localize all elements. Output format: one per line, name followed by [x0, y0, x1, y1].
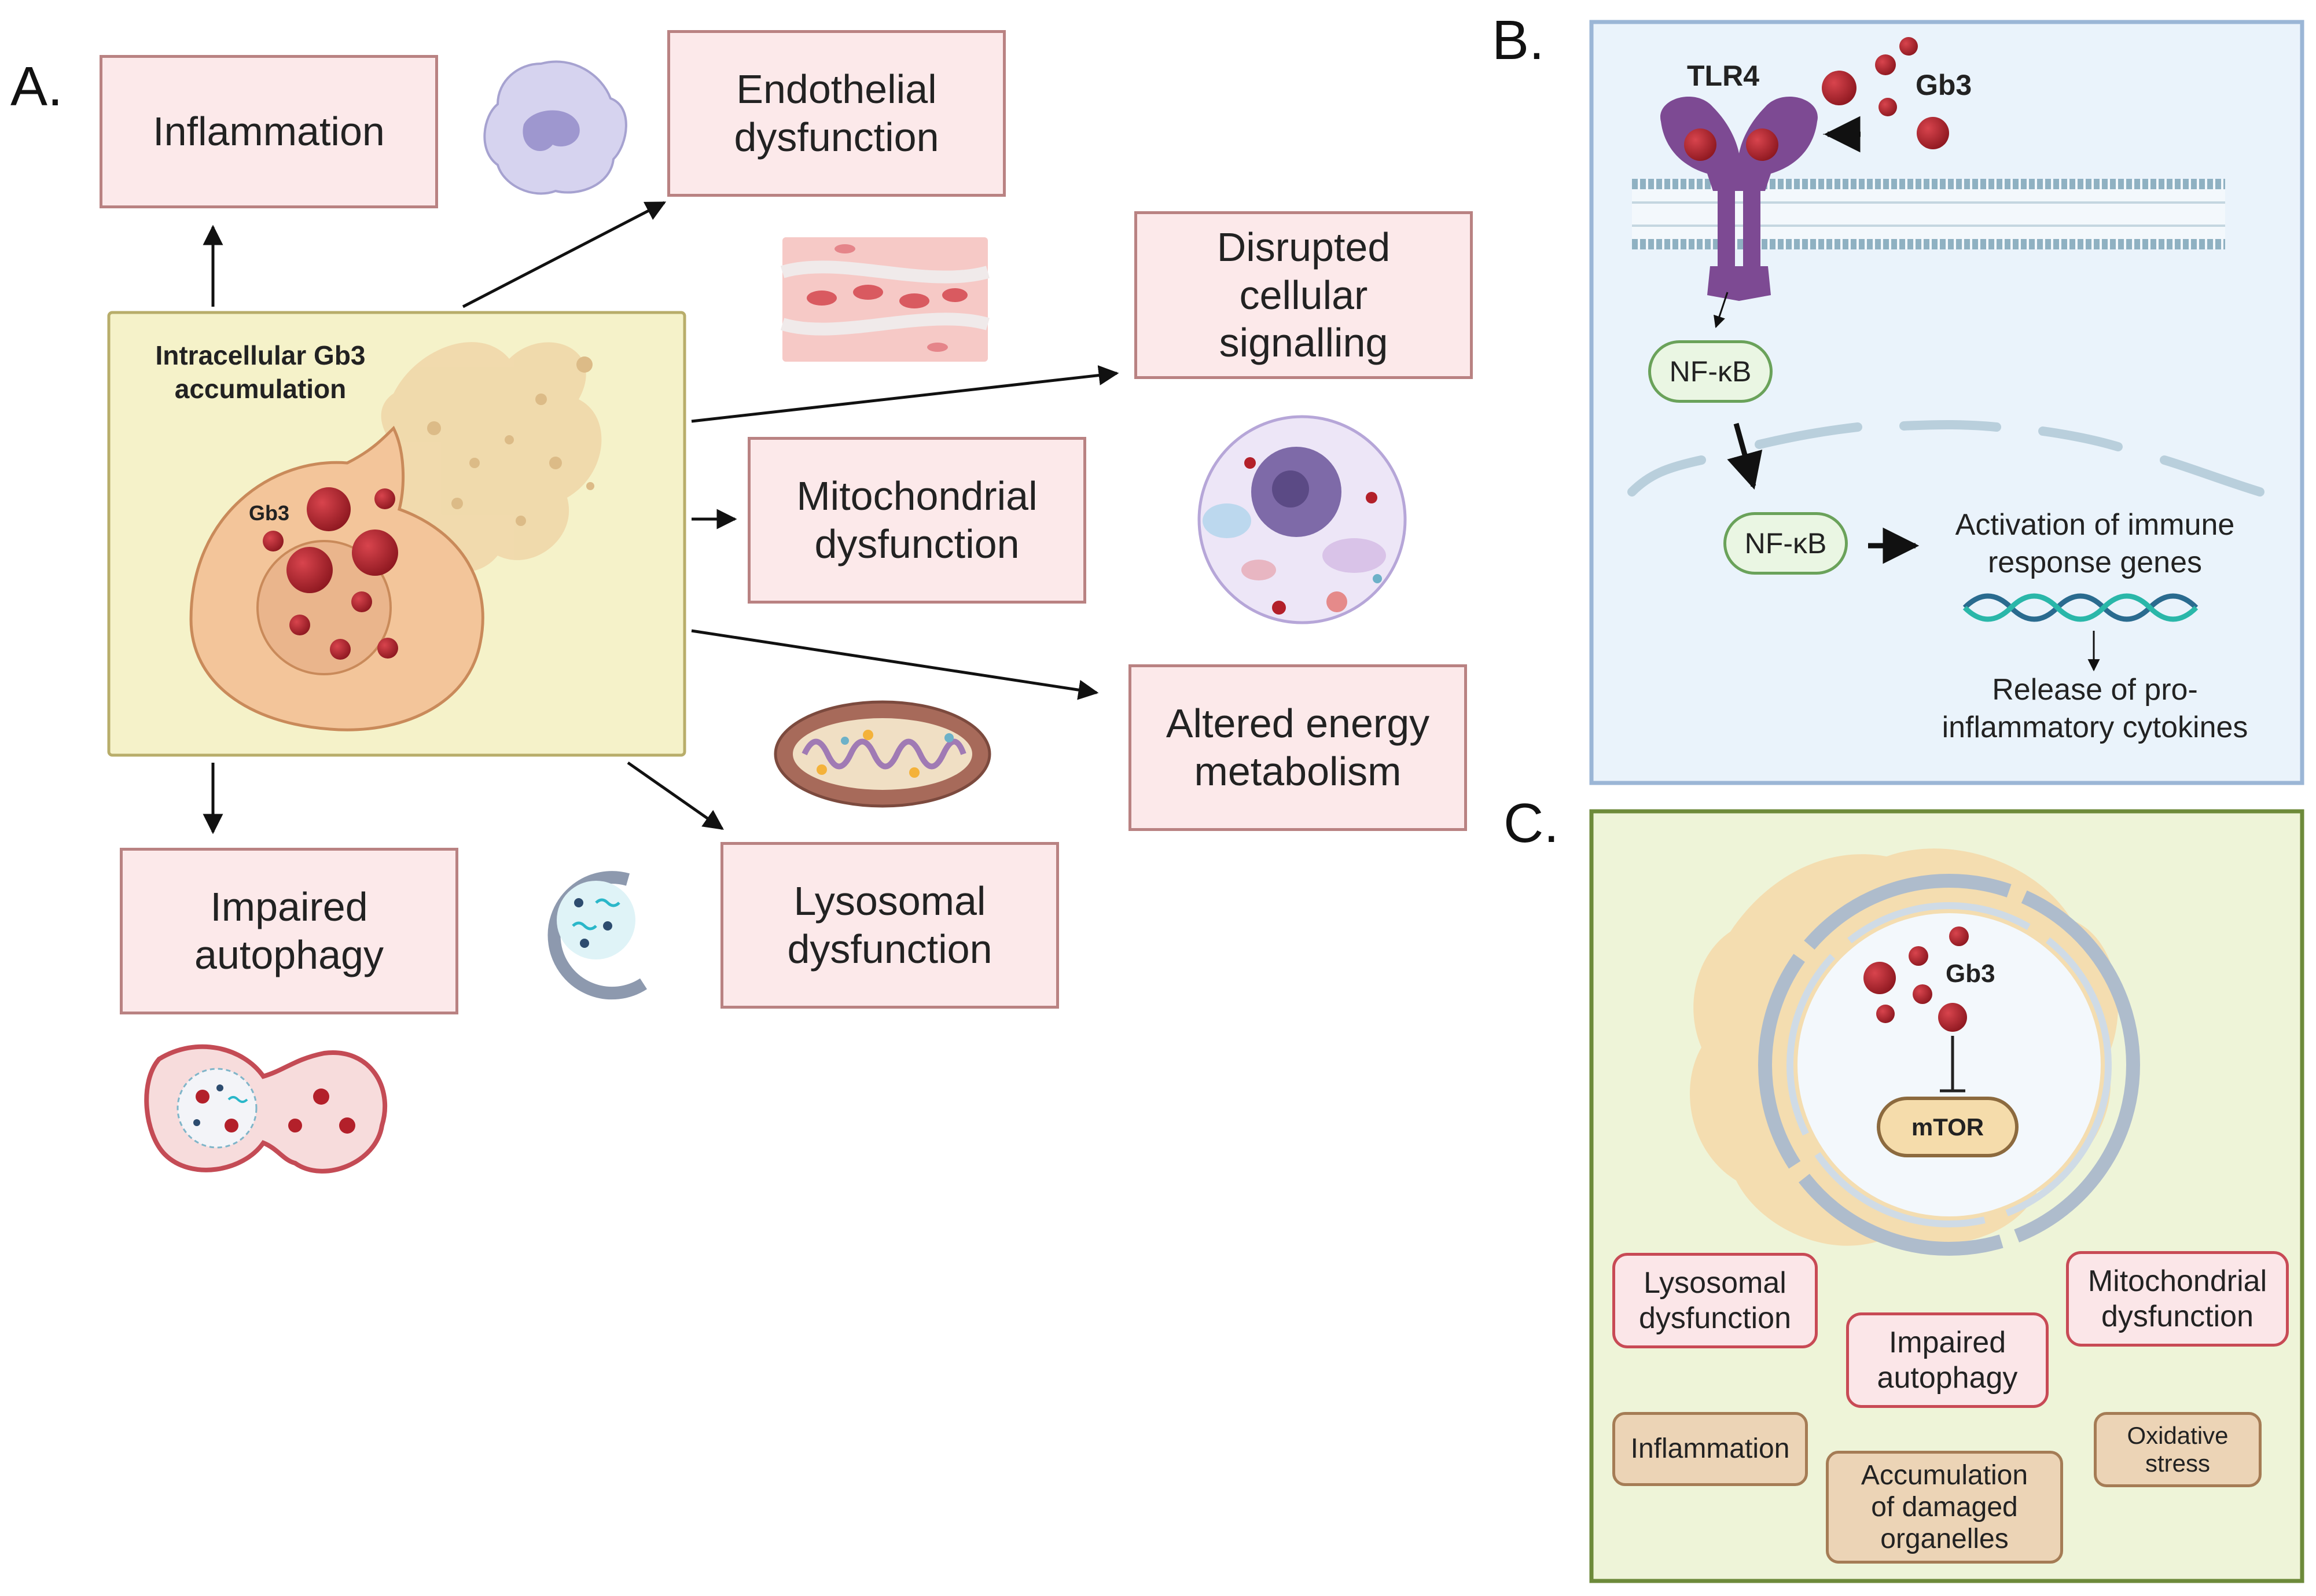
- tlr4-label: TLR4: [1687, 60, 1759, 92]
- tlr4-receptor-illustration: [1660, 96, 1818, 301]
- gb3-accumulation-title: Intracellular Gb3 accumulation: [155, 340, 366, 404]
- autolysosome-illustration: [144, 1044, 388, 1174]
- dna-helix-illustration: [1962, 593, 2199, 622]
- c-lysosomal-dysfunction-box: Lysosomal dysfunction: [1612, 1253, 1818, 1348]
- gb3-cell-label: Gb3: [249, 501, 290, 525]
- panel-a-arrows: [203, 201, 1119, 834]
- gb3-granules: [263, 487, 398, 660]
- gb3-accumulation-panel: [107, 311, 686, 757]
- panel-c-label: C.: [1503, 792, 1559, 854]
- immune-cell-illustration: [483, 60, 627, 195]
- disrupted-signalling-box: Disrupted cellular signalling: [1134, 211, 1473, 379]
- lysosome-double-membrane: [1758, 874, 2140, 1256]
- altered-energy-metabolism-box: Altered energy metabolism: [1128, 664, 1467, 831]
- exocytosis-cloud: [381, 342, 602, 572]
- mtor-complex: mTOR: [1877, 1097, 2019, 1157]
- c-inflammation-box: Inflammation: [1612, 1412, 1808, 1486]
- nuclear-envelope: [1627, 420, 2264, 497]
- gb3-ligand-label: Gb3: [1916, 69, 1972, 101]
- inhibition-marker: [1940, 1036, 1965, 1093]
- animal-cell-illustration: [1197, 415, 1407, 624]
- c-mitochondrial-dysfunction-box: Mitochondrial dysfunction: [2066, 1251, 2289, 1347]
- immune-gene-activation-text: Activation of immune response genes: [1955, 508, 2235, 579]
- nfkb-cytoplasm: NF-κB: [1648, 340, 1773, 403]
- mitochondrial-dysfunction-box: Mitochondrial dysfunction: [748, 437, 1086, 604]
- inflammation-box: Inflammation: [100, 55, 438, 208]
- c-impaired-autophagy-box: Impaired autophagy: [1846, 1312, 2049, 1408]
- gb3-lysosome-label: Gb3: [1946, 959, 1995, 988]
- gb3-lysosomal-granules: [1863, 926, 1969, 1032]
- panel-b-label: B.: [1492, 9, 1545, 71]
- mitochondrion-illustration: [774, 700, 991, 808]
- gb3-ligands: [1822, 37, 1949, 149]
- impaired-autophagy-box: Impaired autophagy: [120, 848, 458, 1014]
- blood-vessel-illustration: [780, 237, 990, 362]
- panel-a-label: A.: [10, 56, 63, 117]
- cytokine-release-text: Release of pro- inflammatory cytokines: [1942, 673, 2248, 744]
- lysosomal-dysfunction-box: Lysosomal dysfunction: [720, 842, 1059, 1009]
- endothelial-dysfunction-box: Endothelial dysfunction: [667, 30, 1006, 197]
- nfkb-nucleus: NF-κB: [1723, 512, 1848, 575]
- c-damaged-organelles-box: Accumulation of damaged organelles: [1826, 1451, 2063, 1564]
- autophagosome-illustration: [547, 871, 647, 1000]
- panel-b-arrows: [1714, 116, 2100, 672]
- c-oxidative-stress-box: Oxidative stress: [2094, 1412, 2262, 1487]
